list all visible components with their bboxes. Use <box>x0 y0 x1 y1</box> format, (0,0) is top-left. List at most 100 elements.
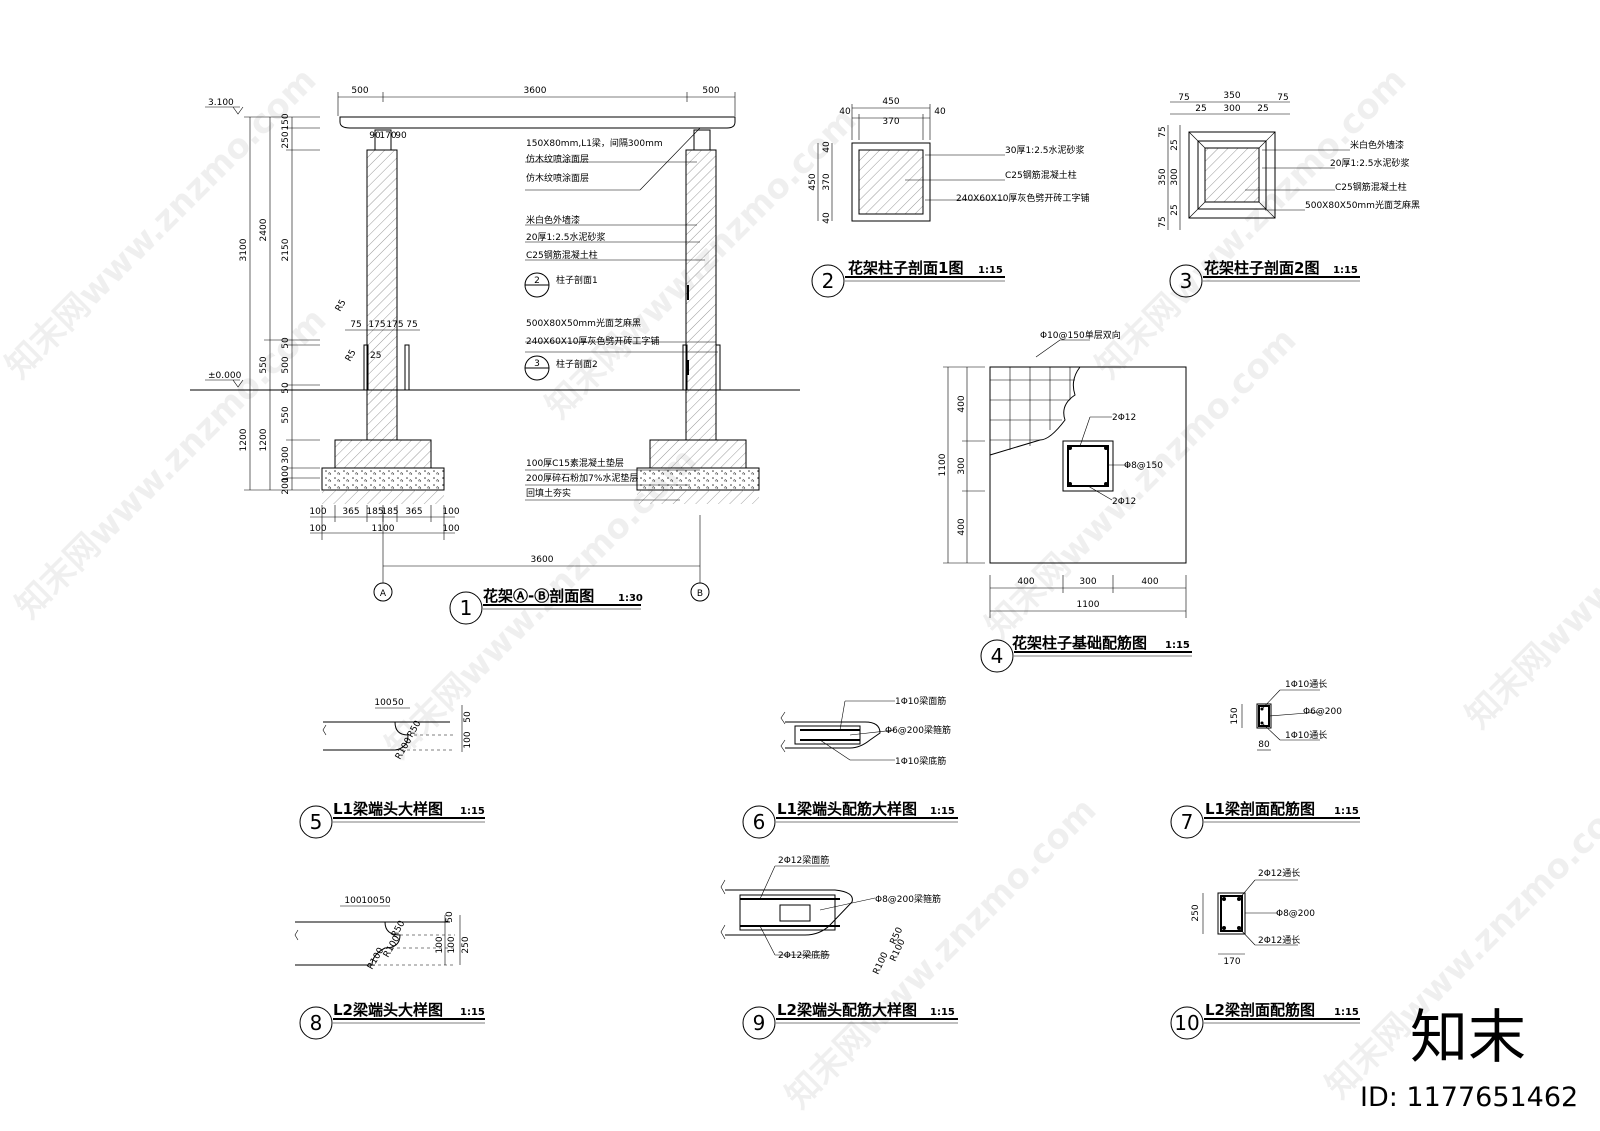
dim-label: 90 <box>369 131 381 141</box>
title-scale: 1:30 <box>618 593 643 604</box>
title-number: 5 <box>310 810 323 834</box>
label-col-section2: 柱子剖面2 <box>556 358 598 370</box>
dim-label: 3100 <box>239 238 249 261</box>
dim-label: 150 <box>281 113 291 130</box>
dim-label: 175 <box>368 320 385 330</box>
label-stirrup: Φ6@200 <box>1303 707 1342 717</box>
dim-label: 40 <box>822 212 832 224</box>
title-9: 9 L2梁端头配筋大样图 1:15 <box>742 1001 958 1040</box>
title-scale: 1:15 <box>930 806 955 817</box>
dim-label: R5 <box>334 298 349 313</box>
title-4: 4 花架柱子基础配筋图 1:15 <box>980 634 1192 673</box>
label-gravel-bed: 200厚碎石粉加7%水泥垫层 <box>526 472 638 484</box>
watermark: 知末网www.znzmo.com <box>1458 410 1600 736</box>
drawing-2-column-section: 450 40 370 40 40 370 40 450 30厚1:2.5水泥砂浆… <box>808 97 1089 224</box>
label-col-section1: 柱子剖面1 <box>556 274 598 286</box>
label-top-bar: 2Φ12梁面筋 <box>778 854 829 866</box>
title-3: 3 花架柱子剖面2图 1:15 <box>1169 259 1360 298</box>
label-stirrup: Φ8@150 <box>1124 461 1163 471</box>
dim-label: 25 <box>370 351 381 361</box>
title-scale: 1:15 <box>930 1007 955 1018</box>
dim-label: 2150 <box>281 238 291 261</box>
dim-label: 100 <box>463 731 473 748</box>
axis-a: A <box>380 589 387 599</box>
dim-label: 100 <box>344 896 361 906</box>
dim-label: 50 <box>445 911 455 923</box>
label-bottom-bar: 1Φ10通长 <box>1285 729 1327 741</box>
dim-label: 550 <box>281 406 291 423</box>
label-granite: 500X80X50mm光面芝麻黑 <box>526 317 641 329</box>
dim-label: 1200 <box>259 428 269 451</box>
label-wall-paint: 米白色外墙漆 <box>526 214 580 226</box>
dim-label: 250 <box>1191 904 1201 921</box>
dim-label: 100 <box>442 507 459 517</box>
label-mortar: 20厚1:2.5水泥砂浆 <box>526 231 606 243</box>
label-beam-l1: 150X80mm,L1梁，间隔300mm <box>526 137 663 149</box>
title-5: 5 L1梁端头大样图 1:15 <box>299 800 485 839</box>
drawing-3-column-section: 75 350 75 25 300 25 75 25 300 25 75 350 … <box>1158 91 1420 230</box>
drawing-6-l1-rebar: 1Φ10梁面筋 Φ6@200梁箍筋 1Φ10梁底筋 <box>780 695 951 767</box>
dim-label: 300 <box>281 446 291 463</box>
title-text: L1梁端头配筋大样图 <box>777 800 917 818</box>
label-top-bar: 1Φ10通长 <box>1285 678 1327 690</box>
watermark: 知末网www.znzmo.com <box>1088 60 1414 386</box>
drawing-10-l2-section: 250 170 2Φ12通长 Φ8@200 2Φ12通长 <box>1191 867 1315 967</box>
label-wood-finish: 仿木纹喷涂面层 <box>526 172 589 184</box>
label-wood-finish: 仿木纹喷涂面层 <box>526 153 589 165</box>
title-scale: 1:15 <box>1334 806 1359 817</box>
dim-label: R100 <box>382 934 403 960</box>
drawing-1-section: 500 3600 500 <box>190 86 800 602</box>
title-number: 2 <box>822 269 835 293</box>
label-c15-bed: 100厚C15素混凝土垫层 <box>526 457 624 469</box>
dim-label: R100 <box>366 946 387 972</box>
dim-label: 150 <box>1230 707 1240 724</box>
dim-label: 40 <box>822 141 832 153</box>
label-bottom-bar: 2Φ12梁底筋 <box>778 949 829 961</box>
dim-label: 185 <box>381 507 398 517</box>
dim-label: 1200 <box>239 428 249 451</box>
dim-label: 300 <box>957 457 967 474</box>
title-number: 7 <box>1181 810 1194 834</box>
title-1: 1 花架Ⓐ-Ⓑ剖面图 1:30 <box>449 587 643 625</box>
dim-label: 350 <box>1223 91 1240 101</box>
dim-label: 200 <box>281 477 291 494</box>
label-bottom-bar: 2Φ12通长 <box>1258 934 1300 946</box>
dim-label: 400 <box>1017 577 1034 587</box>
label-brick-paving: 240X60X10厚灰色劈开砖工字铺 <box>956 192 1089 204</box>
title-number: 8 <box>310 1011 323 1035</box>
title-number: 6 <box>753 810 766 834</box>
dim-label: 500 <box>281 356 291 373</box>
dim-label: 170 <box>379 131 396 141</box>
dim-label: 170 <box>1223 957 1240 967</box>
title-text: L2梁端头大样图 <box>333 1001 443 1019</box>
elevation-zero: ±0.000 <box>208 371 242 381</box>
title-text: 花架柱子基础配筋图 <box>1012 634 1147 652</box>
dim-label: R100 <box>872 951 891 977</box>
label-mesh: Φ10@150单层双向 <box>1040 329 1121 341</box>
dim-label: 40 <box>934 107 946 117</box>
dim-label: 50 <box>379 896 391 906</box>
dim-label: 50 <box>281 382 291 394</box>
label-stirrup: Φ8@200梁箍筋 <box>875 893 941 905</box>
dim-label: 40 <box>839 107 851 117</box>
dim-label: 100 <box>442 524 459 534</box>
section-marker: 2 <box>534 276 540 286</box>
title-scale: 1:15 <box>460 806 485 817</box>
dim-label: 75 <box>1178 93 1189 103</box>
title-text: 花架柱子剖面1图 <box>848 259 963 277</box>
dim-label: 100 <box>281 465 291 482</box>
drawing-7-l1-section: 150 80 1Φ10通长 Φ6@200 1Φ10通长 <box>1230 678 1342 751</box>
label-bottom-bar: 1Φ10梁底筋 <box>895 755 946 767</box>
dim-label: 3600 <box>531 555 554 565</box>
dim-label: 75 <box>406 320 417 330</box>
title-number: 10 <box>1174 1011 1199 1035</box>
title-scale: 1:15 <box>978 265 1003 276</box>
label-wall-paint: 米白色外墙漆 <box>1350 139 1404 151</box>
dim-label: 25 <box>1195 104 1206 114</box>
axis-b: B <box>697 589 703 599</box>
dim-label: 50 <box>281 337 291 349</box>
label-stirrup: Φ6@200梁箍筋 <box>885 724 951 736</box>
title-number: 4 <box>991 644 1004 668</box>
section-marker: 3 <box>534 359 540 369</box>
brand-logo: 知末 <box>1410 1003 1526 1071</box>
